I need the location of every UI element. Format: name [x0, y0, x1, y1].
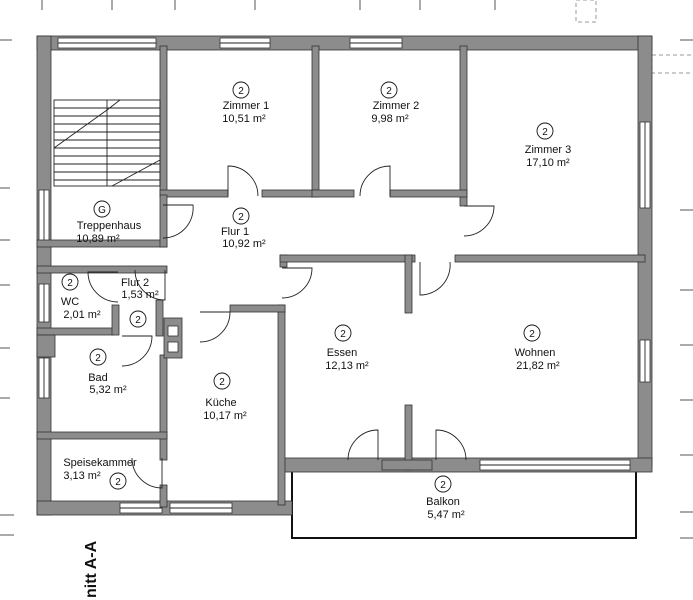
room-flur1: 2 Flur 1 10,92 m²: [221, 207, 266, 250]
room-name: Treppenhaus: [77, 220, 142, 232]
room-bad: 2 Bad 5,32 m²: [88, 348, 127, 396]
room-marker: [129, 310, 147, 328]
room-marker-text: 2: [238, 86, 244, 97]
room-marker-text: 2: [542, 127, 548, 138]
room-area: 10,92 m²: [222, 238, 266, 250]
doors: [87, 165, 495, 489]
room-marker: [89, 348, 107, 366]
room-marker: [523, 324, 541, 342]
room-marker: [213, 372, 231, 390]
room-balkon: 2 Balkon 5,47 m²: [426, 475, 465, 521]
room-name: Speisekammer: [63, 457, 137, 469]
room-name: Küche: [205, 397, 236, 409]
room-name: Flur 2: [121, 277, 149, 289]
room-marker-text: 2: [440, 480, 446, 491]
reference-marks: [0, 0, 693, 539]
room-speisekammer: Speisekammer 3,13 m² 2: [63, 457, 137, 490]
room-wohnen: 2 Wohnen 21,82 m²: [515, 324, 560, 372]
room-area: 3,13 m²: [63, 470, 101, 482]
room-marker-text: 2: [67, 278, 73, 289]
room-name: Flur 1: [221, 226, 249, 238]
room-area: 17,10 m²: [526, 157, 570, 169]
room-marker: [93, 200, 111, 218]
interior-walls: [36, 45, 646, 508]
room-marker: [536, 122, 554, 140]
room-area: 10,89 m²: [76, 233, 120, 245]
room-flur2: Flur 2 1,53 m² 2: [121, 277, 159, 328]
room-area: 2,01 m²: [63, 309, 101, 321]
room-marker: [334, 324, 352, 342]
section-label: nitt A-A: [83, 540, 100, 598]
room-marker-text: 2: [529, 329, 535, 340]
room-area: 10,51 m²: [222, 113, 266, 125]
room-zimmer3: 2 Zimmer 3 17,10 m²: [525, 122, 571, 169]
room-kueche: 2 Küche 10,17 m²: [203, 372, 247, 422]
room-marker: [434, 475, 452, 493]
balkon-outline: [291, 469, 637, 539]
room-treppenhaus: G Treppenhaus 10,89 m²: [76, 200, 142, 245]
room-area: 10,17 m²: [203, 410, 247, 422]
room-area: 9,98 m²: [371, 113, 409, 125]
room-name: Balkon: [426, 496, 460, 508]
room-area: 5,32 m²: [89, 384, 127, 396]
room-name: WC: [61, 296, 79, 308]
staircase: [53, 99, 161, 187]
room-marker: [109, 472, 127, 490]
room-name: Wohnen: [515, 347, 556, 359]
room-name: Bad: [88, 372, 108, 384]
room-marker-text: 2: [95, 353, 101, 364]
room-marker-text: 2: [238, 212, 244, 223]
room-zimmer2: 2 Zimmer 2 9,98 m²: [371, 81, 419, 125]
room-marker-text: G: [98, 205, 106, 216]
room-marker-text: 2: [135, 315, 141, 326]
room-marker-text: 2: [219, 377, 225, 388]
room-marker-text: 2: [115, 477, 121, 488]
windows: [38, 37, 651, 514]
room-name: Essen: [327, 347, 358, 359]
room-area: 1,53 m²: [121, 289, 159, 301]
room-name: Zimmer 3: [525, 144, 571, 156]
room-area: 21,82 m²: [516, 360, 560, 372]
room-marker: [232, 81, 250, 99]
room-zimmer1: 2 Zimmer 1 10,51 m²: [222, 81, 269, 125]
room-name: Zimmer 1: [223, 100, 269, 112]
room-marker: [380, 81, 398, 99]
room-essen: 2 Essen 12,13 m²: [325, 324, 369, 372]
room-name: Zimmer 2: [373, 100, 419, 112]
room-area: 5,47 m²: [427, 509, 465, 521]
room-marker: [61, 273, 79, 291]
room-marker-text: 2: [386, 86, 392, 97]
room-area: 12,13 m²: [325, 360, 369, 372]
room-marker: [232, 207, 250, 225]
room-wc: 2 WC 2,01 m²: [61, 273, 101, 321]
room-marker-text: 2: [340, 329, 346, 340]
